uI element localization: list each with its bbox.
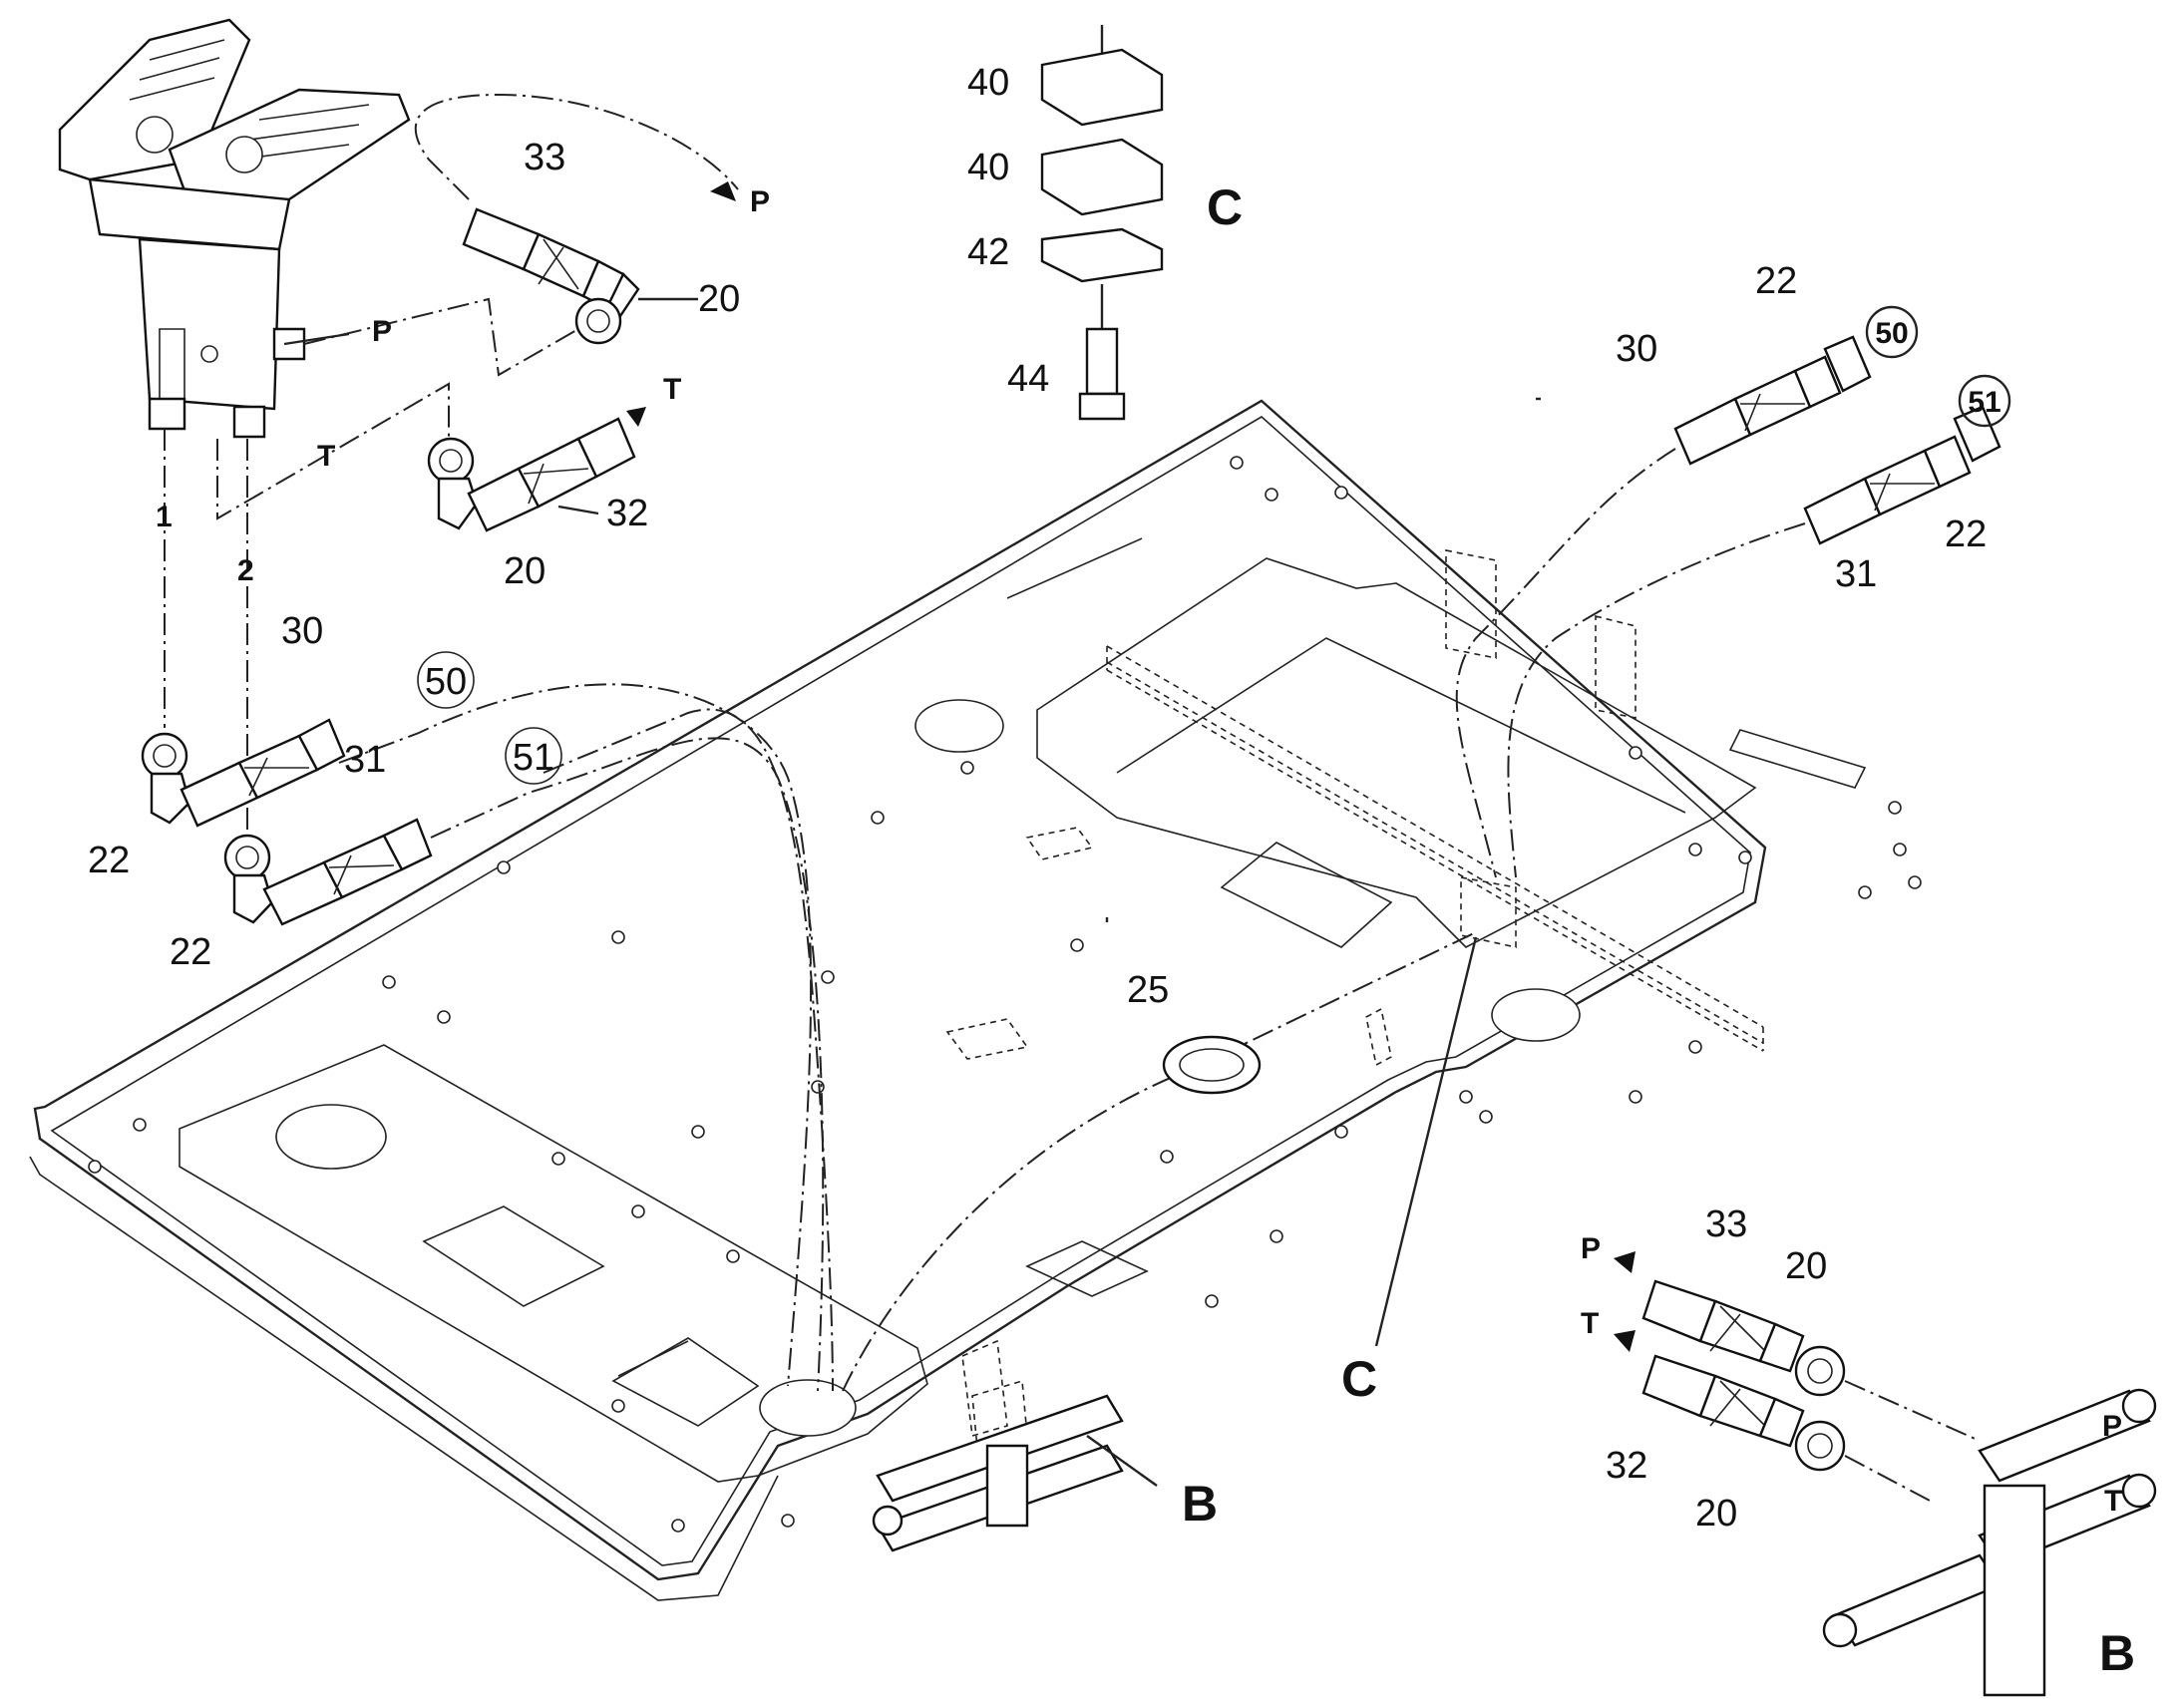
callout-p-flow-bottom: P: [1581, 1232, 1601, 1265]
floor-plate: [29, 399, 1767, 1601]
callout-c-clamp: C: [1207, 179, 1243, 235]
grommet-25: [1162, 1035, 1262, 1095]
callout-t-pedal: T: [317, 440, 335, 473]
clamp-assembly-c: [1040, 25, 1164, 421]
callout-50-right-circle: [1865, 305, 1919, 359]
hose-31-right: [1803, 405, 2001, 545]
flow-line-25: [543, 708, 834, 1392]
callout-22-left-lower: 22: [170, 931, 211, 973]
plate-cutout-center: [914, 537, 1867, 1297]
hose-30-right: [1673, 335, 1872, 466]
callout-32-top: 32: [606, 493, 648, 534]
callout-51-left-circle: [505, 727, 562, 785]
callout-p-valve-port: P: [2102, 1410, 2122, 1443]
clip-parts-hidden: [945, 827, 1392, 1449]
flow-line-p-top: [414, 93, 739, 200]
callout-p-flow-top: P: [750, 185, 770, 218]
hose-31-left: [223, 818, 433, 926]
callout-20-bottom-right-upper: 20: [1785, 1245, 1827, 1287]
callout-44: 44: [1007, 358, 1049, 400]
flow-line-b: [842, 931, 1477, 1392]
flow-line-p: [303, 297, 579, 377]
hose-32-bottom-right: [1641, 1354, 1846, 1472]
callout-b-location: B: [1182, 1476, 1218, 1532]
callout-31-left: 31: [344, 739, 386, 781]
foot-pedal-valve: [58, 18, 411, 439]
flow-line-50: [338, 683, 813, 1387]
callout-22-left-upper: 22: [88, 840, 130, 881]
support-bar-hidden: [1106, 549, 1764, 1052]
flow-line-right-31: [1507, 522, 1806, 878]
callout-port-2: 2: [237, 554, 254, 587]
callout-51-right: 51: [1968, 386, 2000, 419]
callout-t-valve-port: T: [2104, 1485, 2122, 1518]
callout-t-flow-top: T: [663, 373, 681, 406]
callout-40-lower: 40: [967, 147, 1009, 188]
hose-32-top: [427, 417, 636, 532]
valve-block-b-corner: [1822, 1388, 2157, 1697]
callout-32-bottom-right: 32: [1606, 1445, 1647, 1487]
flow-line-br-t: [1844, 1455, 1931, 1502]
callout-c-location: C: [1341, 1351, 1377, 1407]
callout-50-left: 50: [425, 661, 467, 703]
callout-51-left: 51: [513, 737, 554, 779]
callout-p-pedal: P: [372, 315, 392, 348]
flow-line-br-p: [1844, 1380, 1981, 1442]
callout-20-top-upper: 20: [698, 278, 740, 320]
arrow-p-top: [710, 181, 736, 201]
hose-33-top: [462, 207, 640, 345]
callout-33-bottom-right: 33: [1705, 1203, 1747, 1245]
valve-block-b-mid: [872, 1339, 1124, 1552]
hose-33-bottom-right: [1641, 1279, 1846, 1397]
callout-50-left-circle: [417, 651, 475, 709]
callout-51-right-circle: [1958, 374, 2011, 428]
mounting-holes: [88, 456, 1922, 1533]
flow-line-51: [430, 737, 825, 1392]
callout-31-right: 31: [1835, 553, 1877, 595]
plate-cutout-left: [179, 1044, 928, 1483]
hose-30-left: [141, 718, 346, 828]
callout-33-top: 33: [524, 137, 565, 178]
callout-22-right-lower: 22: [1945, 513, 1987, 555]
flow-line-right-30: [1455, 448, 1676, 878]
leader-lines: [283, 297, 1541, 1487]
callout-40-upper: 40: [967, 62, 1009, 104]
callout-30-right: 30: [1616, 328, 1657, 370]
callout-30-left: 30: [281, 610, 323, 652]
callout-t-flow-bottom: T: [1581, 1307, 1599, 1340]
callout-25: 25: [1127, 969, 1169, 1011]
arrow-t-top: [626, 407, 646, 427]
flow-line-t: [216, 382, 450, 520]
callout-b-detail: B: [2099, 1625, 2135, 1681]
callout-20-top-lower: 20: [504, 550, 545, 592]
arrow-t-bottom: [1614, 1330, 1635, 1352]
arrow-p-bottom: [1614, 1251, 1635, 1273]
callout-port-1: 1: [156, 501, 173, 533]
callout-20-bottom-right-lower: 20: [1695, 1493, 1737, 1535]
callout-42: 42: [967, 231, 1009, 273]
callout-50-right: 50: [1875, 317, 1908, 350]
callout-22-right-upper: 22: [1755, 260, 1797, 302]
